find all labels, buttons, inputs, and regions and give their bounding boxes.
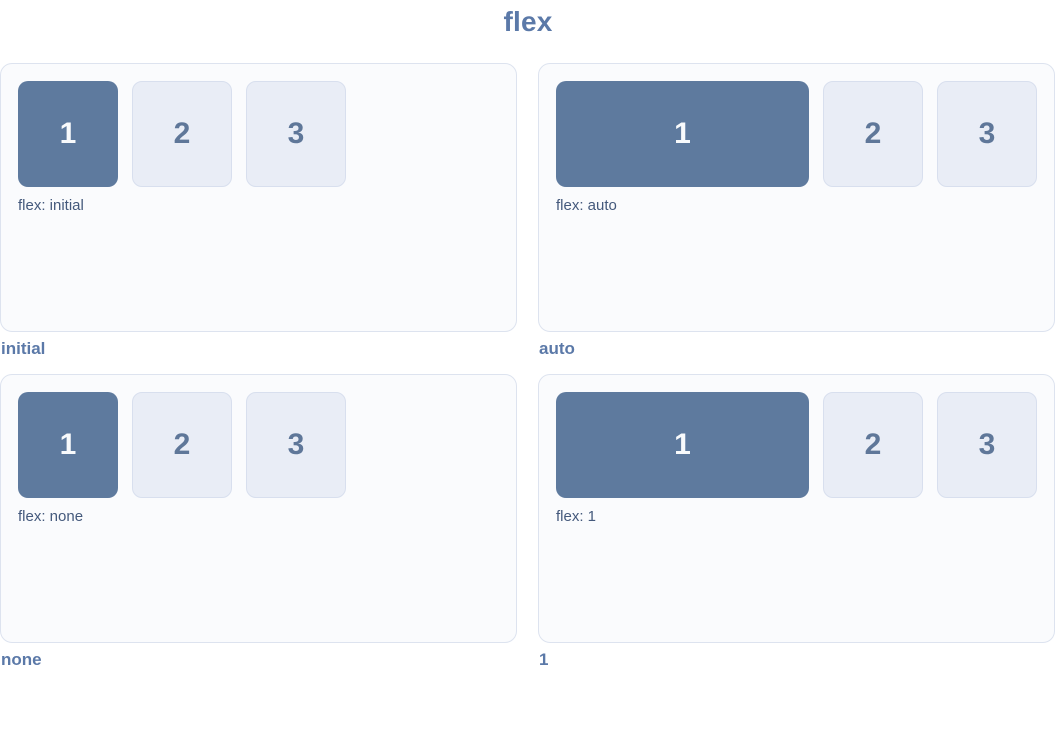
panel-caption-1: 1 [539, 650, 549, 669]
panel-caption-none: none [1, 650, 42, 669]
flex-item-2: 2 [823, 392, 923, 498]
flex-item-number: 2 [864, 117, 882, 150]
panel-initial: 1 2 3 flex: initial [0, 63, 517, 332]
flex-item-1: 1 [18, 392, 118, 498]
demo-cell-none: 1 2 3 flex: none none [0, 374, 517, 669]
flex-items-row: 1 2 3 [18, 81, 499, 187]
flex-item-number: 2 [864, 428, 882, 461]
flex-item-number: 3 [978, 117, 996, 150]
flex-item-number: 3 [287, 428, 305, 461]
flex-value-label: flex: auto [556, 197, 617, 214]
flex-items-row: 1 2 3 [18, 392, 499, 498]
flex-items-row: 1 2 3 [556, 81, 1037, 187]
flex-item-1: 1 [18, 81, 118, 187]
flex-item-number: 1 [59, 428, 77, 461]
panel-caption-auto: auto [539, 339, 575, 358]
flex-item-2: 2 [132, 392, 232, 498]
flex-items-row: 1 2 3 [556, 392, 1037, 498]
flex-item-number: 2 [173, 428, 191, 461]
flex-item-3: 3 [937, 392, 1037, 498]
demo-cell-initial: 1 2 3 flex: initial initial [0, 63, 517, 358]
flex-item-1: 1 [556, 392, 809, 498]
panel-1: 1 2 3 flex: 1 [538, 374, 1055, 643]
flex-item-1: 1 [556, 81, 809, 187]
panel-auto: 1 2 3 flex: auto [538, 63, 1055, 332]
flex-item-number: 1 [59, 117, 77, 150]
demo-grid: 1 2 3 flex: initial initial 1 2 [0, 63, 1056, 669]
flex-item-3: 3 [246, 81, 346, 187]
flex-item-3: 3 [246, 392, 346, 498]
flex-item-number: 2 [173, 117, 191, 150]
flex-value-label: flex: 1 [556, 508, 597, 525]
flex-item-2: 2 [823, 81, 923, 187]
page-title: flex [503, 6, 553, 37]
flex-item-number: 1 [674, 428, 691, 461]
demo-cell-1: 1 2 3 flex: 1 1 [538, 374, 1055, 669]
flex-item-3: 3 [937, 81, 1037, 187]
flex-item-number: 1 [674, 117, 691, 150]
panel-caption-initial: initial [1, 339, 46, 358]
flex-value-label: flex: initial [18, 197, 84, 214]
flex-value-label: flex: none [18, 508, 84, 525]
flex-item-number: 3 [978, 428, 996, 461]
flex-item-number: 3 [287, 117, 305, 150]
flex-item-2: 2 [132, 81, 232, 187]
panel-none: 1 2 3 flex: none [0, 374, 517, 643]
demo-cell-auto: 1 2 3 flex: auto auto [538, 63, 1055, 358]
